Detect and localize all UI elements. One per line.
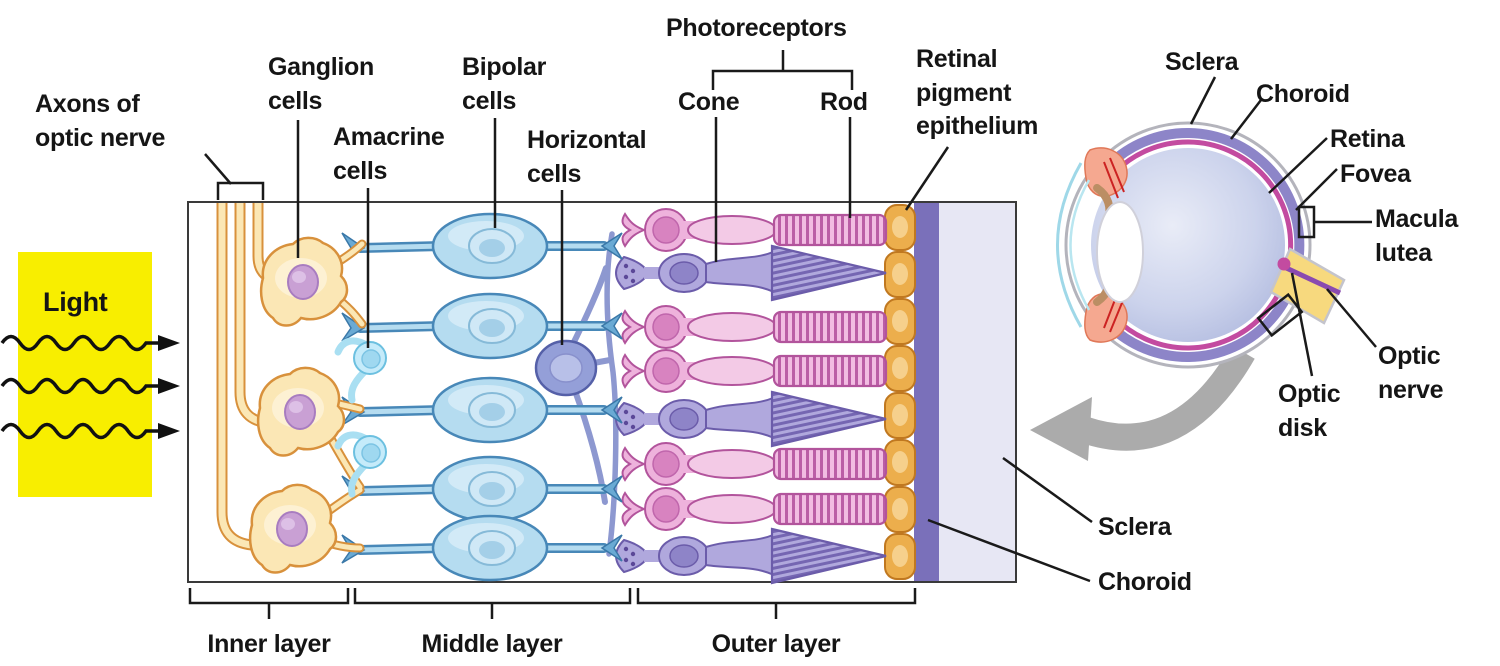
inner-layer-label: Inner layer [207,630,331,658]
light-box [18,252,152,497]
light-wave-arrows [0,334,180,440]
macula-lutea-label: Macula lutea [1375,205,1458,267]
retinal-pigment-epithelium-label: Retinal pigment epithelium [916,45,1039,140]
eye-sclera-label: Sclera [1165,48,1239,76]
eye-retina-leader [1268,137,1328,194]
outer-layer-bracket [636,588,917,619]
sclera-band-leader-line [1002,456,1093,524]
eye-fovea-label: Fovea [1340,160,1411,188]
sclera-band [938,203,1015,581]
choroid-band-leader-line [927,518,1091,583]
eye-optic-nerve-leader [1326,288,1377,348]
eye-choroid-leader [1230,99,1262,140]
photoreceptors-bracket [711,50,854,90]
inner-layer-bracket [188,588,350,619]
eye-sclera-leader [1189,76,1217,125]
light-label: Light [43,287,108,317]
rpe-leader-line [904,146,950,211]
ganglion-cells-label: Ganglion cells [268,53,374,115]
amacrine-cells-label: Amacrine cells [333,123,445,185]
retina-cross-section [187,201,1017,583]
photoreceptors-label: Photoreceptors [666,14,847,42]
cornea-inner-arc [1069,179,1091,311]
optic-disk-label: Optic disk [1278,380,1341,442]
eye-fovea-leader [1295,168,1338,211]
eye-anterior-segment [1056,147,1144,343]
curved-arrow-icon [1030,345,1255,461]
choroid-band [914,203,939,581]
cone-label: Cone [678,88,740,116]
optic-disk-leader [1290,272,1314,377]
eye-choroid-ring [1106,128,1305,362]
lens [1096,201,1144,303]
sclera-band-label: Sclera [1098,513,1172,541]
eye-diagram [1030,76,1377,461]
eye-optic-nerve [1269,247,1346,325]
eye-choroid-label: Choroid [1256,80,1350,108]
middle-layer-label: Middle layer [421,630,563,658]
axons-of-optic-nerve-label: Axons of optic nerve [35,90,166,152]
optic-disk-marker-box [1256,292,1304,338]
annotation-lines [188,50,1093,619]
outer-layer-label: Outer layer [711,630,841,658]
eye-vitreous [1091,148,1285,342]
horizontal-cells-label: Horizontal cells [527,126,647,188]
wavy-arrow-icon [0,377,180,395]
eye-annotation-lines [1189,76,1377,377]
middle-layer-bracket [353,588,632,619]
cornea-outer-arc [1056,162,1083,328]
wavy-arrow-icon [0,422,180,440]
axons-bracket [216,181,265,200]
bipolar-cells-label: Bipolar cells [462,53,547,115]
rod-label: Rod [820,88,868,116]
eye-retina-label: Retina [1330,125,1405,153]
optic-nerve-label: Optic nerve [1378,342,1444,404]
eye-retina-ring [1114,139,1294,351]
choroid-band-label: Choroid [1098,568,1192,596]
wavy-arrow-icon [0,334,180,352]
axons-leader-line [204,153,232,185]
